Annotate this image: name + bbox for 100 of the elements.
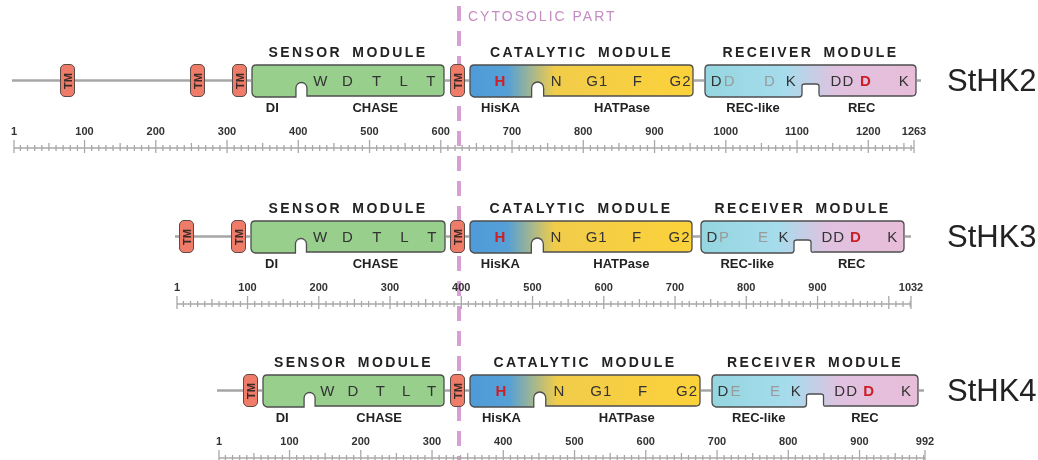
domain-name: REC	[851, 411, 879, 424]
backbone-line	[446, 235, 450, 238]
scale-number: 100	[238, 282, 257, 293]
residue-label: D	[347, 383, 360, 398]
residue-label: D	[706, 229, 719, 244]
residue-label: F	[632, 73, 643, 88]
residue-label: L	[399, 73, 409, 88]
scale-number: 200	[309, 282, 328, 293]
backbone-line	[694, 79, 704, 82]
residue-label: T	[372, 229, 383, 244]
domain-name: HisKA	[481, 101, 520, 114]
module-heading: RECEIVER MODULE	[726, 355, 904, 369]
transmembrane-segment: TM	[231, 220, 246, 253]
scale-number: 100	[280, 436, 299, 447]
scale-number: 900	[850, 436, 869, 447]
domain-name: REC-like	[720, 257, 774, 270]
scale-number: 500	[565, 436, 584, 447]
protein-name: StHK2	[947, 65, 1037, 96]
domain-name: REC	[837, 257, 866, 270]
residue-label: G2	[668, 229, 691, 244]
scale-number: 400	[494, 436, 513, 447]
scale-number: 200	[351, 436, 370, 447]
residue-label: F	[631, 229, 643, 244]
module-heading: SENSOR MODULE	[268, 201, 428, 215]
scale-number: 1	[173, 282, 181, 293]
scale-number: 1	[215, 436, 223, 447]
backbone-line	[246, 235, 250, 238]
residue-label: T	[372, 73, 383, 88]
domain-name: DI	[265, 257, 279, 270]
scale-number: 800	[779, 436, 798, 447]
scale-number: 700	[665, 282, 685, 293]
residue-label: N	[550, 229, 563, 244]
residue-label: G1	[585, 229, 608, 244]
protein-name: StHK4	[947, 375, 1037, 406]
backbone-line	[75, 79, 190, 82]
backbone-line	[919, 389, 924, 392]
domain-name: CHASE	[352, 101, 398, 114]
transmembrane-segment: TM	[450, 220, 465, 253]
transmembrane-segment: TM	[243, 374, 258, 407]
domain-name: REC-like	[726, 101, 780, 114]
residue-label: N	[550, 73, 563, 88]
protein-name: StHK3	[947, 221, 1037, 252]
domain-name: DI	[275, 411, 289, 424]
residue-label: D	[342, 229, 354, 244]
transmembrane-segment: TM	[450, 374, 465, 407]
residue-label: K	[887, 229, 899, 244]
domain-name: REC	[847, 101, 876, 114]
domain-name: CHASE	[352, 257, 399, 270]
scale-number: 1263	[901, 126, 927, 137]
backbone-line	[445, 79, 450, 82]
scale-number: 800	[574, 126, 593, 137]
residue-label: E	[730, 383, 742, 398]
domain-name: CHASE	[356, 411, 402, 424]
domain-name: HATPase	[593, 257, 650, 270]
backbone-line	[465, 389, 469, 392]
scale-number: 900	[808, 282, 827, 293]
domain-name: HisKA	[481, 411, 521, 424]
transmembrane-segment: TM	[60, 64, 75, 97]
residue-label: K	[785, 73, 797, 88]
scale-number: 600	[594, 282, 613, 293]
residue-label: DD	[830, 73, 855, 88]
region-label: CYTOSOLIC PART	[468, 9, 617, 23]
residue-label: DD	[821, 229, 846, 244]
residue-label: D	[710, 73, 723, 88]
residue-label: G2	[676, 383, 699, 398]
residue-label: W	[312, 229, 329, 244]
residue-label: K	[901, 383, 912, 398]
residue-label: D	[764, 73, 776, 88]
residue-label: E	[769, 383, 781, 398]
transmembrane-segment: TM	[190, 64, 205, 97]
residue-label: L	[400, 229, 410, 244]
domain-name: HisKA	[480, 257, 520, 270]
scale-number: 100	[75, 126, 94, 137]
scale-number: 1000	[713, 126, 738, 137]
residue-label: T	[375, 383, 386, 398]
backbone-line	[465, 79, 469, 82]
domain-name: HATPase	[593, 101, 651, 114]
backbone-line	[205, 79, 232, 82]
backbone-line	[258, 389, 262, 392]
module-heading: SENSOR MODULE	[268, 45, 428, 59]
backbone-line	[175, 235, 179, 238]
scale-number: 300	[422, 436, 442, 447]
scale-number: 900	[645, 126, 664, 137]
residue-label: D	[723, 73, 736, 88]
backbone-line	[465, 235, 469, 238]
residue-label: T	[426, 73, 437, 88]
residue-label: G2	[669, 73, 692, 88]
residue-label: F	[637, 383, 649, 398]
module-heading: RECEIVER MODULE	[722, 45, 899, 59]
scale-number: 200	[146, 126, 165, 137]
module-heading: SENSOR MODULE	[274, 355, 433, 369]
backbone-line	[217, 389, 243, 392]
residue-label: D	[717, 383, 730, 398]
scale-number: 600	[636, 436, 655, 447]
backbone-line	[917, 79, 921, 82]
transmembrane-segment: TM	[232, 64, 247, 97]
scale-number: 600	[431, 126, 450, 137]
scale-number: 300	[217, 126, 237, 137]
residue-label: DD	[834, 383, 858, 398]
residue-label: P	[719, 229, 731, 244]
